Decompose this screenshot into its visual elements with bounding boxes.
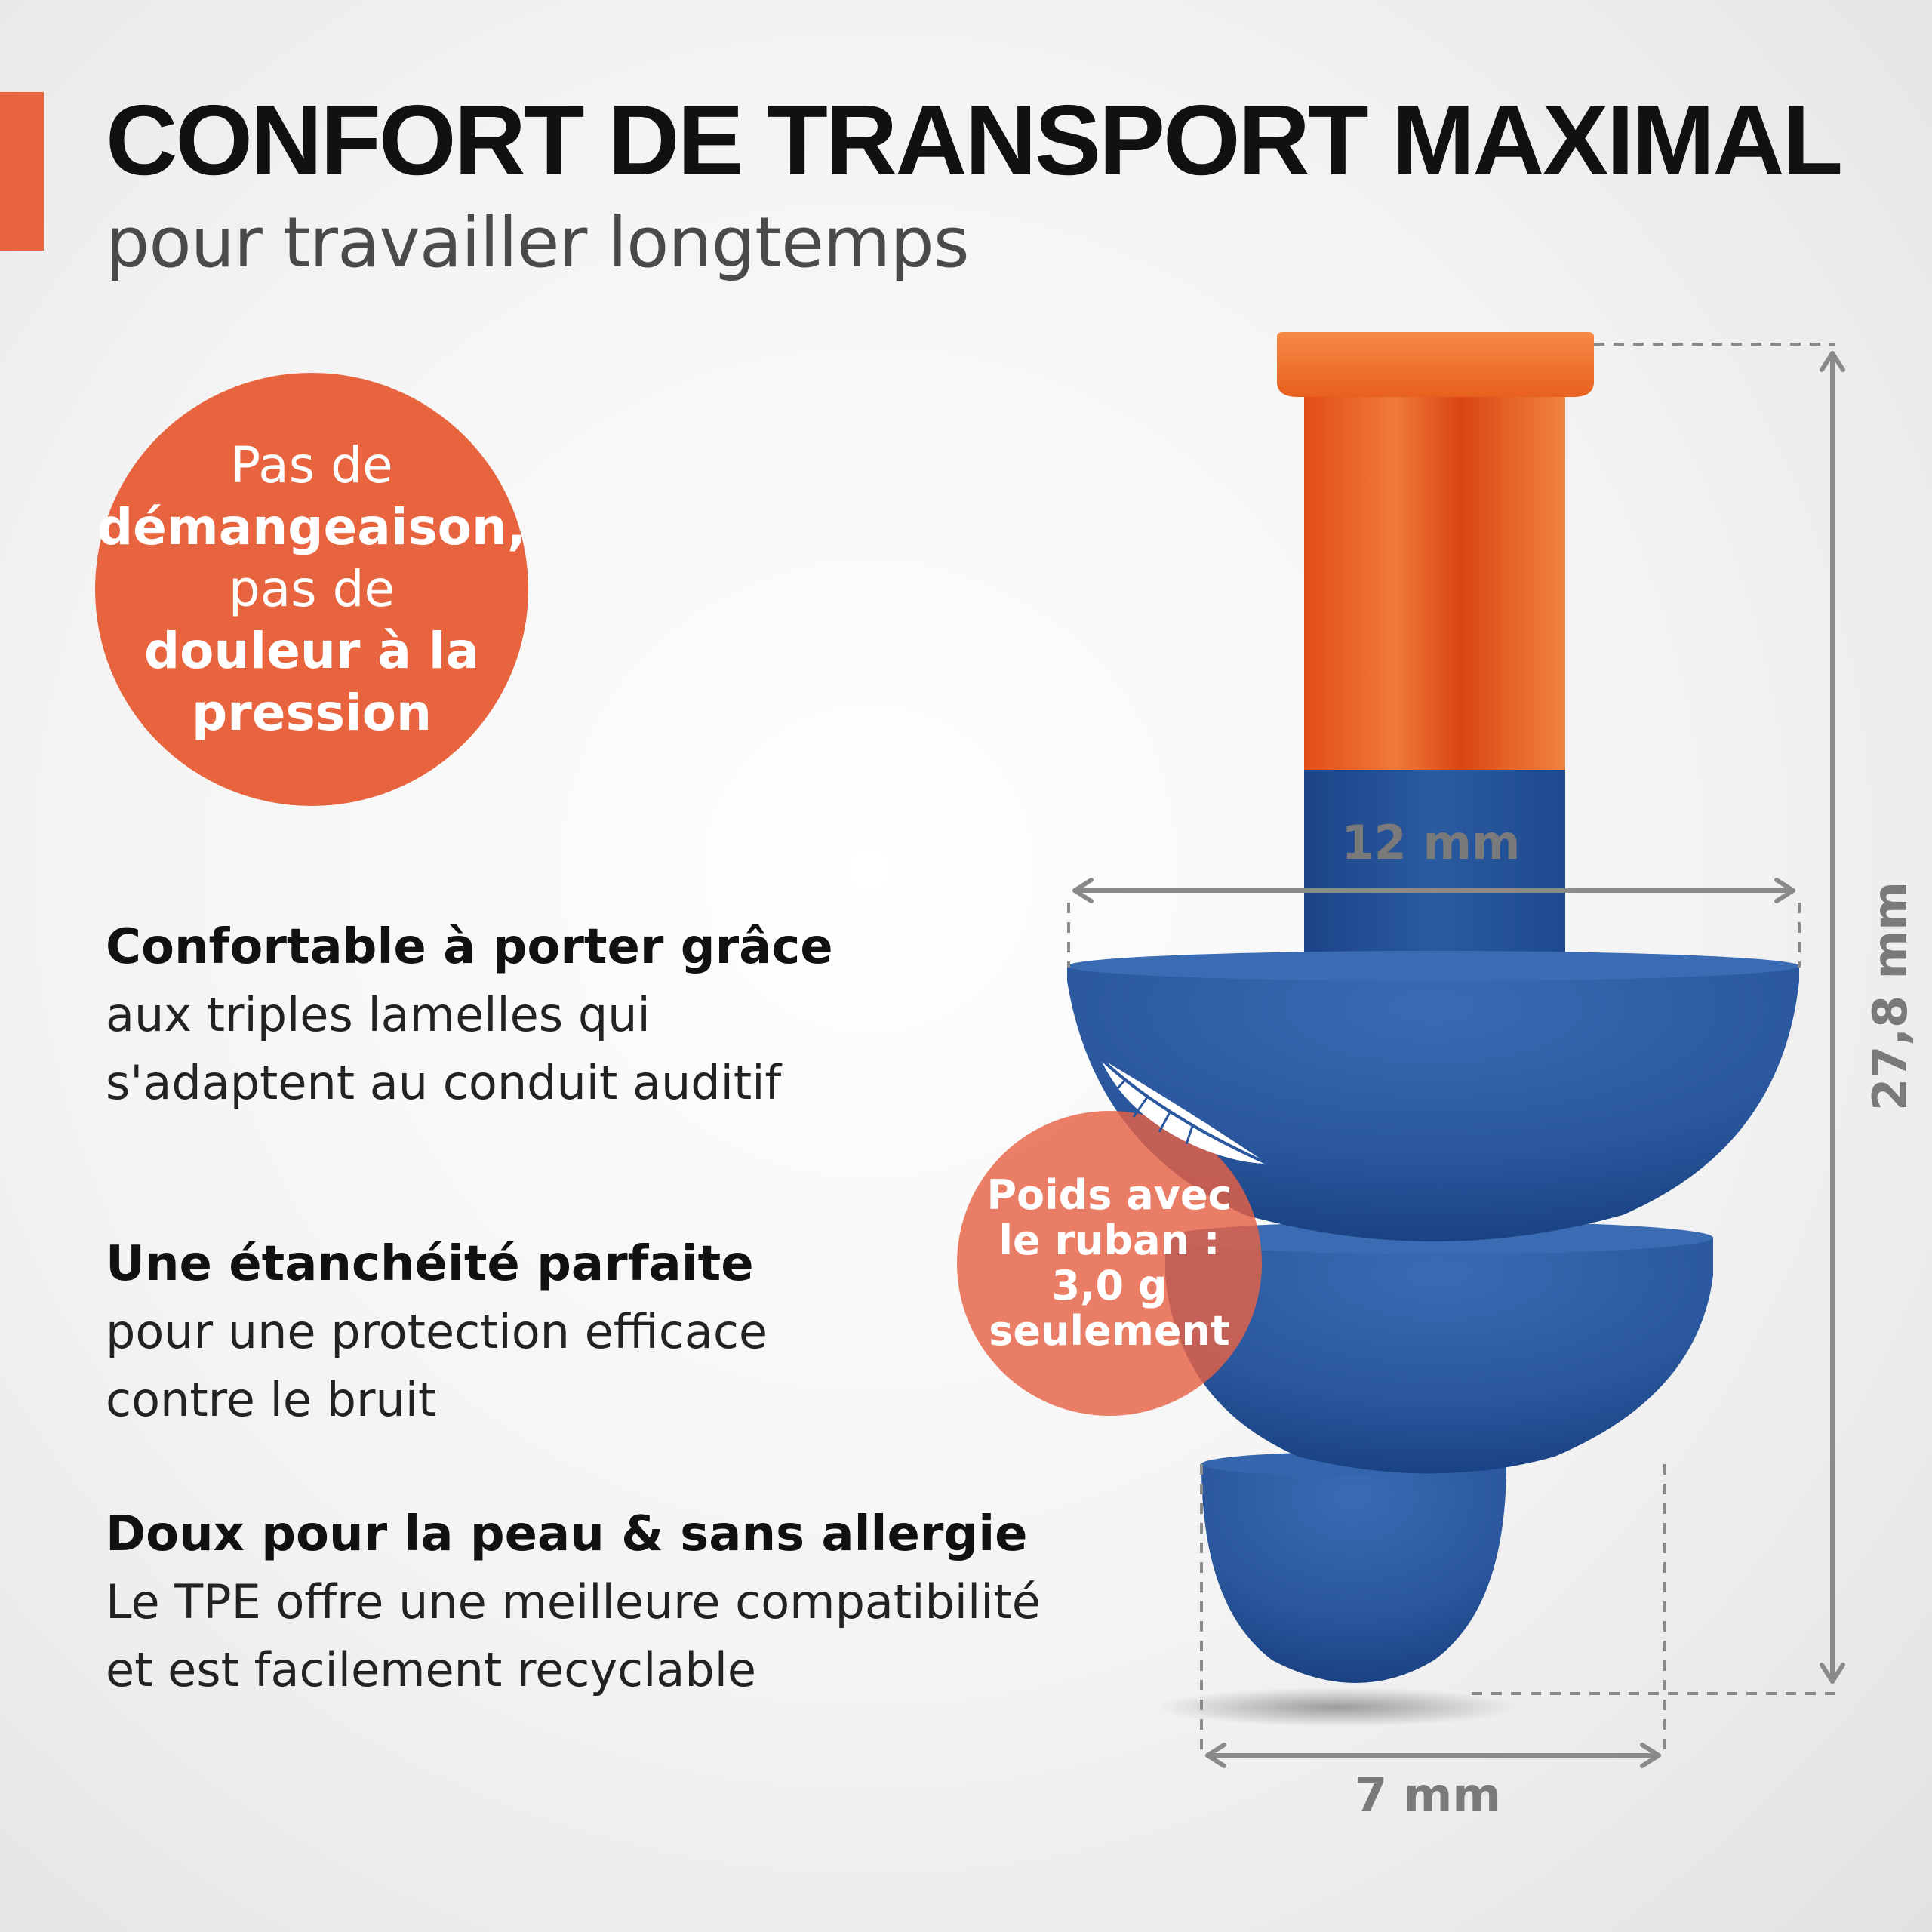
badge-line-bold: douleur à la	[143, 622, 480, 680]
lamella-bottom	[1201, 1464, 1506, 1683]
weight-line: Poids avec	[986, 1171, 1232, 1219]
feature-text: pour une protection efficace	[106, 1304, 768, 1359]
height-label: 27,8 mm	[1863, 881, 1918, 1111]
feature-comfort: Confortable à porter grâce aux triples l…	[106, 913, 833, 1117]
stem-blue	[1304, 762, 1565, 966]
feature-heading: Doux pour la peau & sans allergie	[106, 1506, 1028, 1562]
weight-line: le ruban :	[998, 1217, 1220, 1264]
cap-orange	[1277, 332, 1594, 397]
dim-top-guide	[1067, 343, 1835, 1751]
feature-seal: Une étanchéité parfaite pour une protect…	[106, 1230, 768, 1434]
feature-text: contre le bruit	[106, 1372, 437, 1427]
page-subtitle: pour travailler longtemps	[106, 202, 970, 283]
feature-heading: Confortable à porter grâce	[106, 919, 833, 975]
weight-text: Poids avec le ruban : 3,0 g seulement	[981, 1173, 1238, 1354]
feature-text: Le TPE offre une meilleure compatibilité	[106, 1574, 1041, 1629]
stem-width-label: 12 mm	[1341, 815, 1520, 870]
feature-heading: Une étanchéité parfaite	[106, 1236, 754, 1292]
feather-icon	[1099, 1057, 1269, 1165]
feature-text: s'adaptent au conduit auditif	[106, 1055, 782, 1110]
lamella-top	[1067, 966, 1799, 1241]
drop-shadow	[1156, 1687, 1518, 1727]
stem-orange	[1304, 392, 1565, 770]
accent-bar	[0, 92, 44, 251]
weight-badge: Poids avec le ruban : 3,0 g seulement	[957, 1111, 1262, 1416]
dim-arrows	[1072, 351, 1845, 1768]
page-title: CONFORT DE TRANSPORT MAXIMAL	[106, 85, 1843, 195]
feature-skin: Doux pour la peau & sans allergie Le TPE…	[106, 1500, 1041, 1704]
badge-line-bold: démangeaison,	[97, 498, 527, 556]
badge-line: Pas de	[230, 436, 393, 494]
comfort-badge: Pas de démangeaison, pas de douleur à la…	[95, 373, 528, 806]
badge-line-bold: pression	[191, 684, 432, 742]
weight-line: 3,0 g	[1051, 1262, 1168, 1309]
badge-line: pas de	[228, 560, 395, 618]
weight-line: seulement	[989, 1307, 1230, 1355]
feature-text: et est facilement recyclable	[106, 1642, 757, 1697]
tip-width-label: 7 mm	[1355, 1767, 1501, 1823]
feature-text: aux triples lamelles qui	[106, 987, 651, 1042]
lamella-middle	[1165, 1238, 1713, 1474]
